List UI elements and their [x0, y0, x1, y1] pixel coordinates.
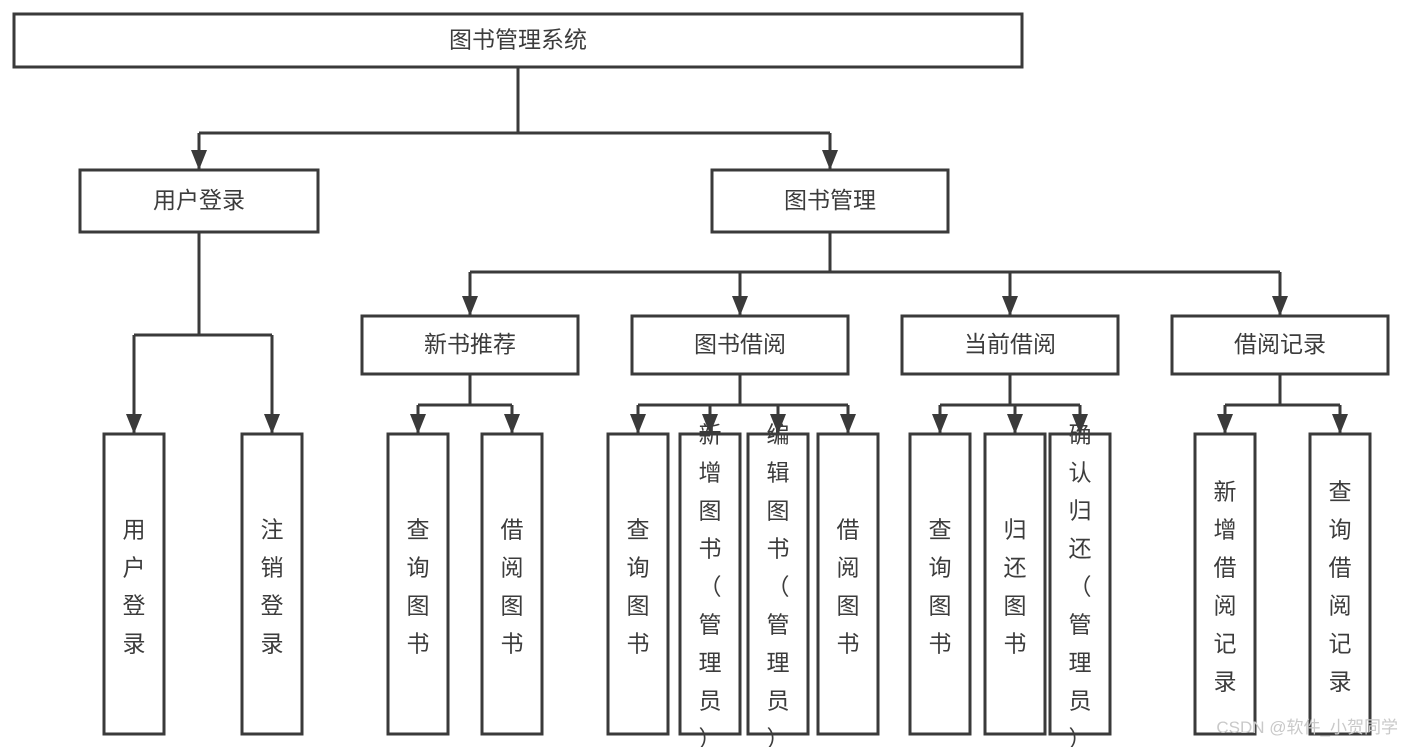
node-label-图书管理: 图书管理 — [784, 187, 876, 213]
connector-login-to-leaves — [126, 232, 280, 434]
node-leaf-1[interactable]: 注销登录 — [240, 432, 304, 736]
connector-record-to-leaves — [1217, 374, 1348, 434]
current-to-leaves-arrow-2 — [1072, 414, 1088, 434]
node-box-用户登录[interactable] — [102, 432, 166, 736]
connector-newbook-to-leaves — [410, 374, 520, 434]
node-label-查询图书: 查询图书 — [627, 517, 650, 657]
node-level3-3[interactable]: 借阅记录 — [1170, 314, 1390, 376]
connector-current-to-leaves — [932, 374, 1088, 434]
node-leaf-4[interactable]: 查询图书 — [606, 432, 670, 736]
node-box-注销登录[interactable] — [240, 432, 304, 736]
node-label-查询借阅记录: 查询借阅记录 — [1329, 479, 1352, 695]
node-level2-1[interactable]: 图书管理 — [710, 168, 950, 234]
connector-root-to-level2 — [191, 67, 838, 170]
node-leaf-8[interactable]: 查询图书 — [908, 432, 972, 736]
node-label-归还图书: 归还图书 — [1004, 517, 1027, 657]
node-leaf-9[interactable]: 归还图书 — [983, 432, 1047, 736]
node-label-用户登录: 用户登录 — [123, 517, 146, 657]
books-to-level3-arrow-1 — [732, 296, 748, 316]
connector-books-to-level3 — [462, 232, 1288, 316]
newbook-to-leaves-arrow-0 — [410, 414, 426, 434]
node-box-图书借阅[interactable] — [630, 314, 850, 376]
node-label-借阅记录: 借阅记录 — [1234, 331, 1326, 357]
node-level3-2[interactable]: 当前借阅 — [900, 314, 1120, 376]
node-layer: 图书管理系统用户登录图书管理新书推荐图书借阅当前借阅借阅记录用户登录注销登录查询… — [12, 12, 1390, 747]
node-leaf-11[interactable]: 新增借阅记录 — [1193, 432, 1257, 736]
node-box-查询借阅记录[interactable] — [1308, 432, 1372, 736]
node-label-新书推荐: 新书推荐 — [424, 331, 516, 357]
node-leaf-2[interactable]: 查询图书 — [386, 432, 450, 736]
newbook-to-leaves-arrow-1 — [504, 414, 520, 434]
borrow-to-leaves-arrow-3 — [840, 414, 856, 434]
node-box-新增借阅记录[interactable] — [1193, 432, 1257, 736]
books-to-level3-arrow-2 — [1002, 296, 1018, 316]
borrow-to-leaves-arrow-2 — [770, 414, 786, 434]
node-label-注销登录: 注销登录 — [261, 517, 284, 657]
node-box-图书管理系统[interactable] — [12, 12, 1024, 69]
node-label-借阅图书: 借阅图书 — [501, 517, 524, 657]
current-to-leaves-arrow-1 — [1007, 414, 1023, 434]
node-label-用户登录: 用户登录 — [153, 187, 245, 213]
node-label-新增图书管理员: 新增图书（管理员） — [699, 422, 722, 747]
root-to-level2-arrow-1 — [822, 150, 838, 170]
node-box-借阅图书[interactable] — [480, 432, 544, 736]
node-label-图书管理系统: 图书管理系统 — [449, 27, 587, 53]
connector-borrow-to-leaves — [630, 374, 856, 434]
record-to-leaves-arrow-1 — [1332, 414, 1348, 434]
node-box-查询图书[interactable] — [908, 432, 972, 736]
node-level3-0[interactable]: 新书推荐 — [360, 314, 580, 376]
login-to-leaves-arrow-0 — [126, 414, 142, 434]
node-leaf-12[interactable]: 查询借阅记录 — [1308, 432, 1372, 736]
node-box-当前借阅[interactable] — [900, 314, 1120, 376]
login-to-leaves-arrow-1 — [264, 414, 280, 434]
csdn-watermark: CSDN @软件_小贺同学 — [1216, 718, 1398, 737]
books-to-level3-arrow-0 — [462, 296, 478, 316]
borrow-to-leaves-arrow-1 — [702, 414, 718, 434]
node-label-图书借阅: 图书借阅 — [694, 331, 786, 357]
node-box-新书推荐[interactable] — [360, 314, 580, 376]
node-label-当前借阅: 当前借阅 — [964, 331, 1056, 357]
connector-layer — [126, 67, 1348, 434]
node-box-借阅图书[interactable] — [816, 432, 880, 736]
root-to-level2-arrow-0 — [191, 150, 207, 170]
node-leaf-10[interactable]: 确认归还（管理员） — [1048, 422, 1112, 747]
node-box-查询图书[interactable] — [606, 432, 670, 736]
node-label-查询图书: 查询图书 — [929, 517, 952, 657]
node-box-确认归还管理员[interactable] — [1048, 432, 1112, 736]
node-label-编辑图书管理员: 编辑图书（管理员） — [767, 422, 790, 747]
node-level2-0[interactable]: 用户登录 — [78, 168, 320, 234]
node-label-确认归还管理员: 确认归还（管理员） — [1069, 422, 1092, 747]
node-label-借阅图书: 借阅图书 — [837, 517, 860, 657]
node-root-0[interactable]: 图书管理系统 — [12, 12, 1024, 69]
node-box-归还图书[interactable] — [983, 432, 1047, 736]
borrow-to-leaves-arrow-0 — [630, 414, 646, 434]
node-level3-1[interactable]: 图书借阅 — [630, 314, 850, 376]
record-to-leaves-arrow-0 — [1217, 414, 1233, 434]
node-box-借阅记录[interactable] — [1170, 314, 1390, 376]
node-leaf-0[interactable]: 用户登录 — [102, 432, 166, 736]
node-box-用户登录[interactable] — [78, 168, 320, 234]
node-box-图书管理[interactable] — [710, 168, 950, 234]
node-leaf-3[interactable]: 借阅图书 — [480, 432, 544, 736]
node-box-编辑图书管理员[interactable] — [746, 432, 810, 736]
node-box-新增图书管理员[interactable] — [678, 432, 742, 736]
node-leaf-6[interactable]: 编辑图书（管理员） — [746, 422, 810, 747]
node-box-查询图书[interactable] — [386, 432, 450, 736]
current-to-leaves-arrow-0 — [932, 414, 948, 434]
books-to-level3-arrow-3 — [1272, 296, 1288, 316]
node-label-查询图书: 查询图书 — [407, 517, 430, 657]
node-label-新增借阅记录: 新增借阅记录 — [1214, 479, 1237, 695]
node-leaf-7[interactable]: 借阅图书 — [816, 432, 880, 736]
node-leaf-5[interactable]: 新增图书（管理员） — [678, 422, 742, 747]
